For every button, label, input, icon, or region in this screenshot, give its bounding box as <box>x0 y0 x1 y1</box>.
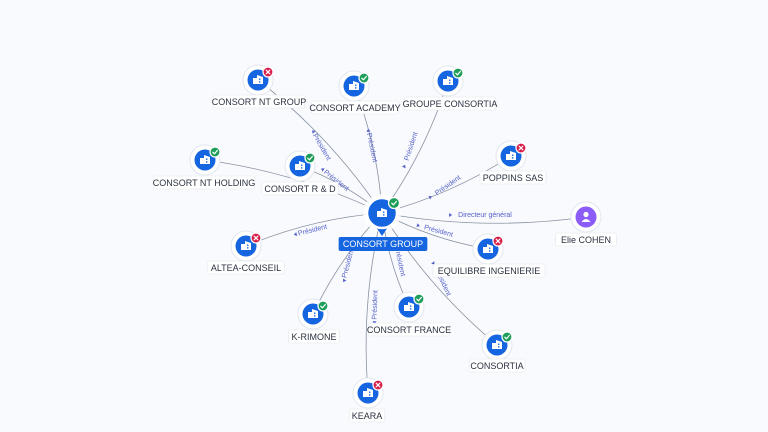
node-label: CONSORTIA <box>470 361 523 371</box>
edge-label: Président <box>404 131 420 161</box>
node-label-bg <box>288 329 340 344</box>
building-icon <box>483 244 493 253</box>
node-rd[interactable]: CONSORT R & D <box>261 150 339 196</box>
node-altea[interactable]: ALTEA-CONSEIL <box>207 230 285 275</box>
edge-arrow-icon <box>372 321 377 325</box>
building-icon <box>308 309 318 318</box>
node-label: GROUPE CONSORTIA <box>403 99 498 109</box>
building-icon <box>295 161 305 170</box>
edge-label: Directeur général <box>458 212 512 219</box>
edge-label: Président <box>365 132 378 162</box>
building-icon <box>363 388 373 397</box>
node-label: K-RIMONE <box>292 332 337 342</box>
edge-arrow-icon <box>402 164 406 169</box>
node-label-bg <box>152 175 256 190</box>
closed-cross-icon <box>262 66 274 78</box>
building-icon <box>506 151 516 160</box>
node-label: CONSORT NT GROUP <box>212 97 307 107</box>
node-groupe[interactable]: GROUPE CONSORTIA <box>403 65 498 111</box>
closed-cross-icon <box>492 235 504 247</box>
node-ntgroup[interactable]: CONSORT NT GROUP <box>212 64 307 109</box>
person-icon <box>581 211 591 222</box>
active-check-icon <box>209 146 221 158</box>
edge-arrow-icon <box>366 128 371 133</box>
node-label-bg <box>555 232 617 247</box>
edge-line <box>257 79 383 214</box>
active-check-icon <box>501 331 513 343</box>
center-node[interactable]: CONSORT GROUP <box>338 194 428 251</box>
node-label-bg <box>311 100 399 115</box>
edge-label: Président <box>297 224 327 238</box>
node-label-bg <box>212 94 306 109</box>
pin-tip <box>376 227 388 236</box>
node-label: KEARA <box>352 411 383 421</box>
center-label-bg <box>338 237 428 251</box>
building-icon <box>443 76 453 85</box>
node-label-bg <box>367 322 450 337</box>
node-label-bg <box>403 96 497 111</box>
node-label-bg <box>261 181 339 196</box>
edge-label: Président <box>341 248 355 278</box>
active-check-icon <box>413 293 425 305</box>
building-icon <box>241 241 251 250</box>
edge-line <box>381 212 498 346</box>
edge-arrow-icon <box>321 168 325 172</box>
node-ntholding[interactable]: CONSORT NT HOLDING <box>152 144 256 190</box>
edge-keara[interactable]: Président <box>365 212 383 394</box>
edge-line <box>365 212 383 394</box>
edge-arrow-icon <box>428 195 433 200</box>
closed-cross-icon <box>250 232 262 244</box>
node-elie[interactable]: Elie COHEN <box>555 201 617 247</box>
edge-arrow-icon <box>343 278 347 283</box>
closed-cross-icon <box>372 379 384 391</box>
building-icon <box>200 155 210 164</box>
node-academy[interactable]: CONSORT ACADEMY <box>309 70 401 115</box>
node-poppins[interactable]: POPPINS SAS <box>479 140 547 185</box>
node-label-bg <box>479 170 547 185</box>
node-label-bg <box>468 358 526 373</box>
closed-cross-icon <box>515 142 527 154</box>
edge-label: Président <box>371 290 379 320</box>
active-check-icon <box>452 67 464 79</box>
node-france[interactable]: CONSORT FRANCE <box>367 291 451 337</box>
node-krimone[interactable]: K-RIMONE <box>288 298 340 344</box>
node-label-bg <box>207 260 285 275</box>
node-label: EQUILIBRE INGENIERIE <box>438 266 541 276</box>
edge-arrow-icon <box>293 232 298 236</box>
center-label: CONSORT GROUP <box>343 239 423 249</box>
node-keara[interactable]: KEARA <box>348 377 386 423</box>
node-label: Elie COHEN <box>561 235 611 245</box>
node-label: CONSORT FRANCE <box>367 325 451 335</box>
building-icon <box>404 302 414 311</box>
node-label: ALTEA-CONSEIL <box>211 263 281 273</box>
active-check-icon <box>304 152 316 164</box>
edge-arrow-icon <box>312 130 316 134</box>
edge-arrow-icon <box>449 212 453 217</box>
building-icon <box>253 75 263 84</box>
node-label: POPPINS SAS <box>483 173 544 183</box>
edge-line <box>381 212 587 224</box>
edge-elie[interactable]: Directeur général <box>381 212 587 224</box>
node-label: CONSORT R & D <box>264 184 336 194</box>
active-check-icon <box>358 72 370 84</box>
active-check-icon <box>317 300 329 312</box>
node-label-bg <box>432 263 546 278</box>
node-label-bg <box>348 408 386 423</box>
node-label: CONSORT NT HOLDING <box>153 178 256 188</box>
edge-arrow-icon <box>416 223 420 228</box>
node-label: CONSORT ACADEMY <box>309 103 400 113</box>
node-consortia[interactable]: CONSORTIA <box>468 329 526 373</box>
active-check-icon <box>387 196 401 210</box>
building-icon <box>349 81 359 90</box>
node-equilibre[interactable]: EQUILIBRE INGENIERIE <box>432 233 546 278</box>
edge-arrow-icon <box>431 261 435 265</box>
building-icon <box>492 340 502 349</box>
building-icon <box>377 208 387 217</box>
